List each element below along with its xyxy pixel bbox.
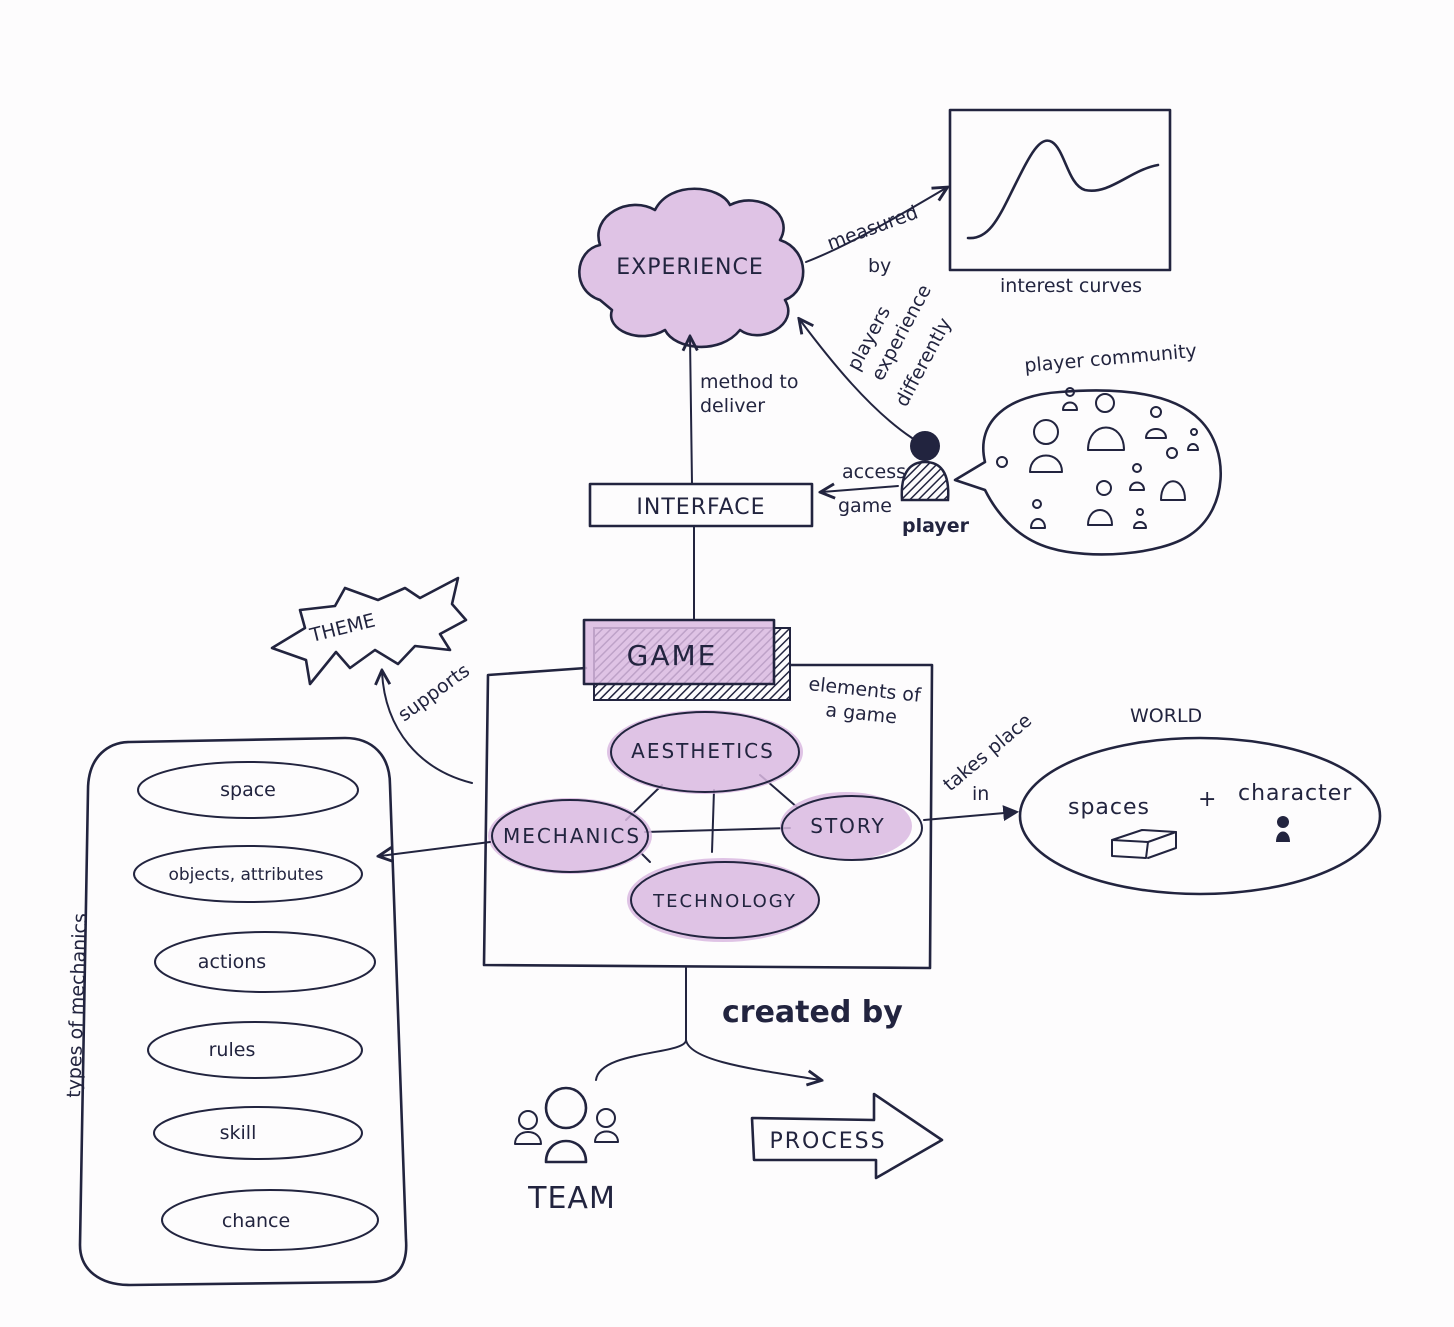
edge-created-by: created by: [595, 967, 903, 1080]
mechanics-node: MECHANICS: [488, 798, 652, 874]
svg-text:actions: actions: [198, 951, 266, 973]
edge-players-experience-differently: players experience differently: [800, 281, 956, 439]
player-node: player: [900, 431, 970, 537]
svg-text:space: space: [220, 779, 276, 801]
edge-label-in: in: [972, 783, 989, 805]
mechanics-type-item: space: [137, 761, 359, 819]
types-of-mechanics-panel: types of mechanics space objects, attrib…: [63, 736, 408, 1287]
edge-label-method-to: method to: [700, 371, 799, 393]
elements-title-2: a game: [824, 699, 898, 728]
experience-node: EXPERIENCE: [578, 187, 805, 349]
mechanics-type-item: actions: [154, 931, 376, 993]
edge-access-game: access game: [822, 461, 906, 517]
team-node: TEAM: [514, 1086, 619, 1216]
aesthetics-label: AESTHETICS: [631, 739, 775, 763]
player-body-icon: [900, 460, 950, 502]
elements-title-1: elements of: [807, 673, 923, 707]
edge-mechanics-types: [380, 841, 491, 856]
mechanics-type-item: objects, attributes: [133, 845, 363, 903]
interest-curve-chart: interest curves: [948, 108, 1172, 297]
experience-label: EXPERIENCE: [616, 255, 764, 280]
edge-method-to-deliver: method to deliver: [690, 338, 799, 485]
theme-node: THEME: [270, 576, 468, 686]
edge-label-by: by: [868, 255, 891, 277]
world-node: WORLD spaces + character: [1018, 705, 1382, 896]
game-label: GAME: [627, 639, 718, 672]
process-node: PROCESS: [750, 1092, 944, 1180]
svg-text:rules: rules: [209, 1039, 256, 1061]
world-plus-label: +: [1198, 787, 1217, 812]
edge-label-measured: measured: [824, 202, 921, 255]
story-node: STORY: [780, 792, 923, 861]
community-members-icon: [996, 387, 1199, 529]
player-label: player: [902, 515, 970, 537]
player-community-label: player community: [1024, 340, 1198, 377]
svg-text:objects, attributes: objects, attributes: [168, 865, 323, 885]
mechanics-type-item: rules: [147, 1021, 363, 1079]
edge-label-created-by: created by: [722, 995, 903, 1030]
svg-text:chance: chance: [222, 1210, 290, 1232]
technology-label: TECHNOLOGY: [652, 891, 797, 912]
interest-curve-line: [966, 139, 1160, 240]
world-label: WORLD: [1130, 705, 1202, 727]
player-community: player community: [953, 340, 1222, 556]
edge-label-game: game: [838, 495, 892, 517]
edge-measured-by: measured by: [805, 188, 946, 277]
interface-label: INTERFACE: [636, 495, 765, 520]
player-head-icon: [910, 431, 940, 461]
edge-supports: supports: [382, 660, 474, 784]
space-block-icon: [1111, 829, 1177, 859]
svg-text:skill: skill: [220, 1122, 257, 1144]
edge-label-supports: supports: [394, 660, 474, 727]
world-spaces-label: spaces: [1068, 795, 1150, 820]
technology-node: TECHNOLOGY: [627, 858, 820, 942]
theme-label: THEME: [307, 609, 378, 647]
mechanics-type-item: chance: [161, 1189, 379, 1251]
interest-curve-frame: [948, 108, 1172, 272]
edge-takes-place-in: takes place in: [923, 709, 1036, 822]
aesthetics-node: AESTHETICS: [607, 710, 803, 794]
edge-label-access: access: [842, 461, 906, 483]
edge-label-deliver: deliver: [700, 395, 765, 417]
world-character-label: character: [1238, 781, 1352, 806]
mechanics-label: MECHANICS: [503, 824, 641, 848]
interface-node: INTERFACE: [588, 482, 814, 528]
team-icon: [514, 1086, 619, 1164]
team-label: TEAM: [527, 1181, 616, 1216]
story-label: STORY: [810, 814, 886, 838]
interest-curves-label: interest curves: [1000, 275, 1142, 297]
types-of-mechanics-title: types of mechanics: [63, 913, 91, 1098]
game-node: GAME: [582, 618, 791, 701]
mechanics-type-item: skill: [153, 1106, 363, 1160]
character-icon: [1276, 816, 1290, 842]
process-label: PROCESS: [769, 1129, 886, 1154]
